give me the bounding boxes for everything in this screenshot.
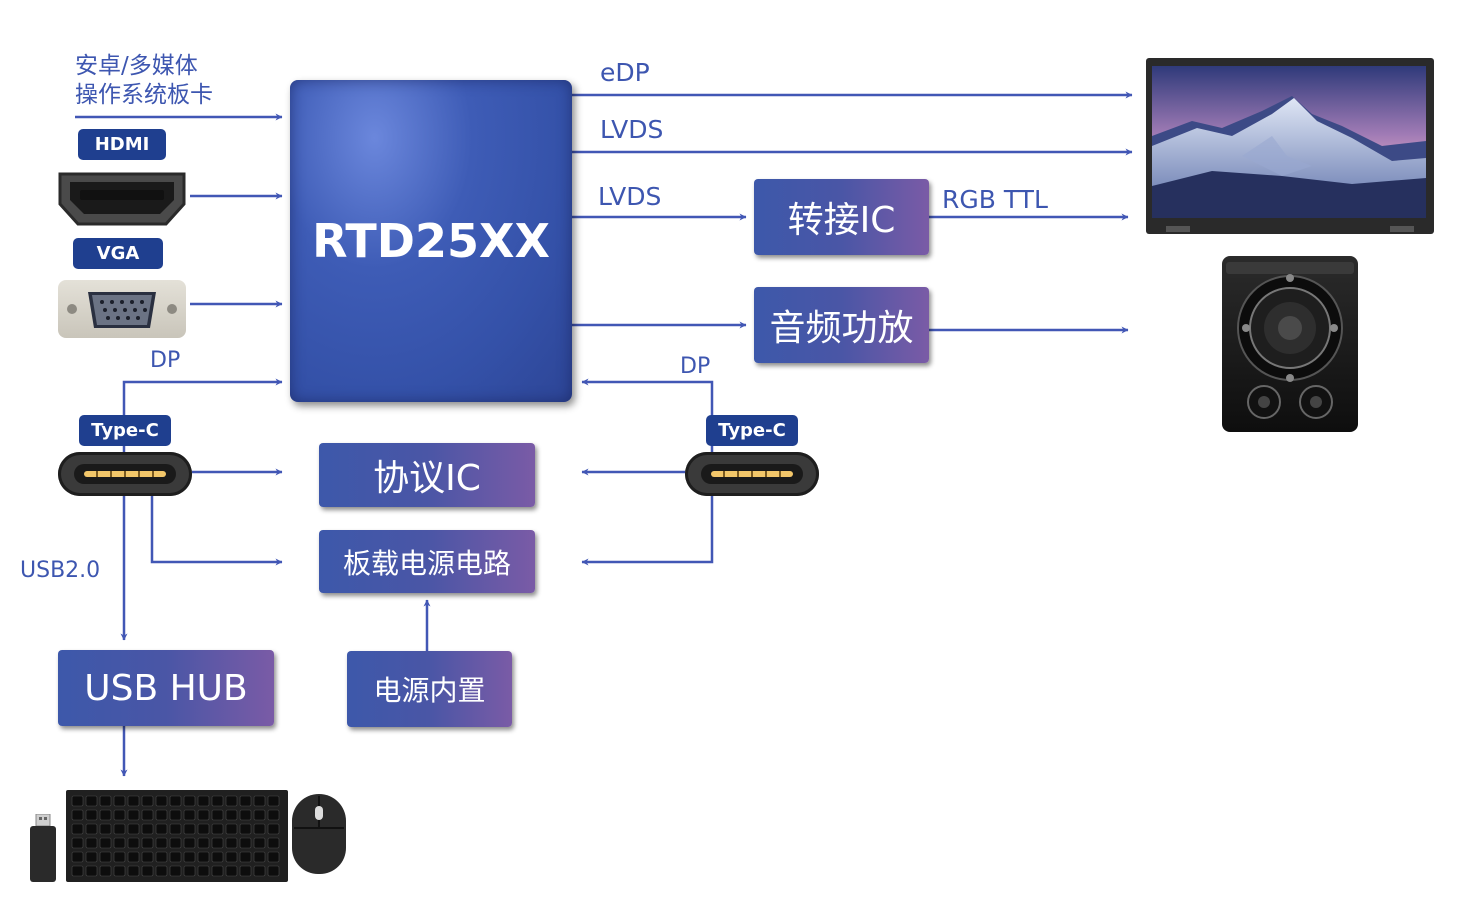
adapter-ic-box: 转接IC	[754, 179, 929, 255]
onboard-power-box: 板载电源电路	[319, 530, 535, 593]
typec-badge-left: Type-C	[79, 415, 171, 446]
edp-label: eDP	[600, 58, 650, 87]
usb-c-port-icon-left	[58, 452, 192, 496]
arrow-5	[150, 496, 283, 566]
audio-amp-box: 音频功放	[754, 287, 929, 363]
vga-badge: VGA	[73, 238, 163, 269]
hdmi-port-icon	[58, 172, 186, 226]
display-panel-icon	[1146, 58, 1434, 234]
arrow-14	[581, 378, 714, 452]
dp-label-left: DP	[150, 348, 181, 373]
lvds-label-2: LVDS	[598, 182, 662, 211]
arrow-lines	[75, 91, 1133, 777]
arrow-16	[581, 496, 714, 566]
rtd25xx-chip: RTD25XX	[290, 80, 572, 402]
hdmi-badge: HDMI	[78, 129, 166, 160]
vga-port-icon	[58, 280, 186, 338]
usb-dongle-icon	[30, 813, 56, 882]
usb-label: USB2.0	[20, 558, 101, 583]
usb-hub-box: USB HUB	[58, 650, 274, 726]
protocol-ic-box: 协议IC	[319, 443, 535, 507]
mouse-icon	[292, 794, 346, 874]
speaker-icon	[1222, 256, 1358, 432]
usb-c-port-icon-right	[685, 452, 819, 496]
typec-badge-right: Type-C	[706, 415, 798, 446]
builtin-power-box: 电源内置	[347, 651, 512, 727]
keyboard-icon	[66, 790, 288, 882]
dp-label-right: DP	[680, 354, 711, 379]
input-board-label: 安卓/多媒体 操作系统板卡	[75, 53, 213, 108]
rgb-ttl-label: RGB TTL	[942, 185, 1048, 214]
lvds-label-1: LVDS	[600, 115, 664, 144]
